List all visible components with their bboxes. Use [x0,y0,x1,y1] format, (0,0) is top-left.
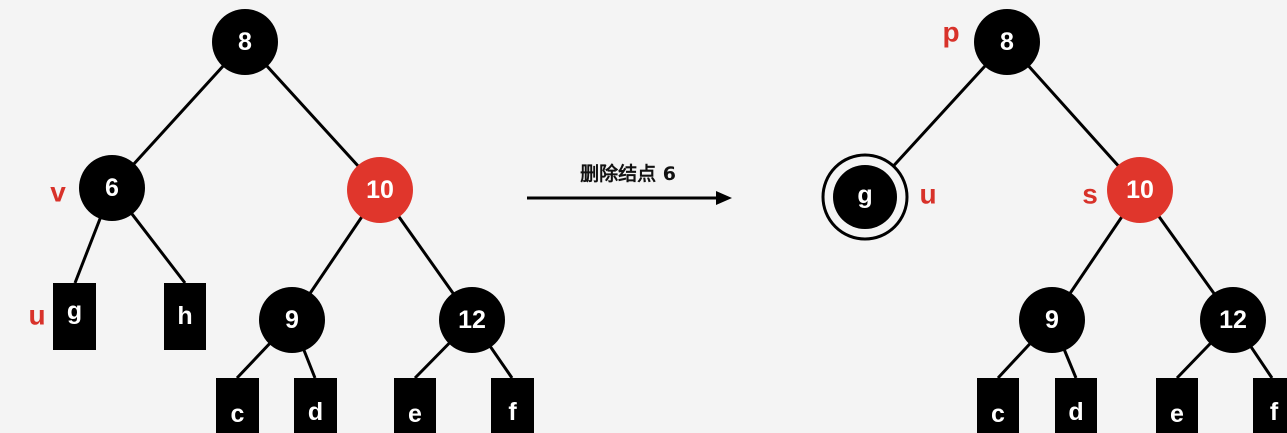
node-8-after: 8 [974,9,1040,75]
node-10: 10 [347,157,413,223]
tag-s: s [1082,179,1098,210]
leaf-h-label: h [177,302,192,330]
edge-8-10 [1005,40,1142,192]
leaf-g-label: g [67,297,82,325]
leaf-e-after: e [1156,378,1198,433]
leaf-f: f [491,378,534,433]
double-black-node-g: g [821,153,909,241]
node-10-label: 10 [366,176,394,204]
leaf-c: c [216,378,259,433]
leaf-e-label: e [408,400,422,428]
node-8-label: 8 [238,28,252,56]
delete-arrow: 删除结点 6 [527,162,732,205]
tag-p: p [942,17,959,48]
leaf-f-after-label: f [1270,398,1279,426]
double-black-node-g-label: g [857,181,872,209]
node-9-after-label: 9 [1045,306,1059,334]
leaf-f-label: f [508,398,517,426]
node-10-after-label: 10 [1126,176,1154,204]
leaf-f-after: f [1253,378,1287,433]
node-12-after: 12 [1200,287,1266,353]
node-10-after: 10 [1107,157,1173,223]
leaf-d-after: d [1055,378,1097,433]
node-9-after: 9 [1019,287,1085,353]
node-8: 8 [212,9,278,75]
edge-8-10 [243,40,382,192]
node-9: 9 [259,287,325,353]
tag-u: u [28,300,45,331]
leaf-g: g [53,283,96,350]
leaf-c-label: c [231,400,245,428]
leaf-c-after: c [977,378,1019,433]
leaf-e: e [394,378,436,433]
node-9-label: 9 [285,306,299,334]
node-12: 12 [439,287,505,353]
node-6-label: 6 [105,174,119,202]
tag-v: v [50,177,66,208]
tag-u-after: u [919,179,936,210]
node-6: 6 [79,155,145,221]
leaf-h: h [164,283,206,350]
node-8-after-label: 8 [1000,28,1014,56]
leaf-e-after-label: e [1170,400,1184,428]
leaf-d-label: d [308,398,323,426]
leaf-d-after-label: d [1068,398,1083,426]
arrow-label: 删除结点 6 [580,162,676,185]
leaf-c-after-label: c [991,400,1005,428]
leaf-d: d [294,378,337,433]
node-12-after-label: 12 [1219,306,1247,334]
node-12-label: 12 [458,306,486,334]
